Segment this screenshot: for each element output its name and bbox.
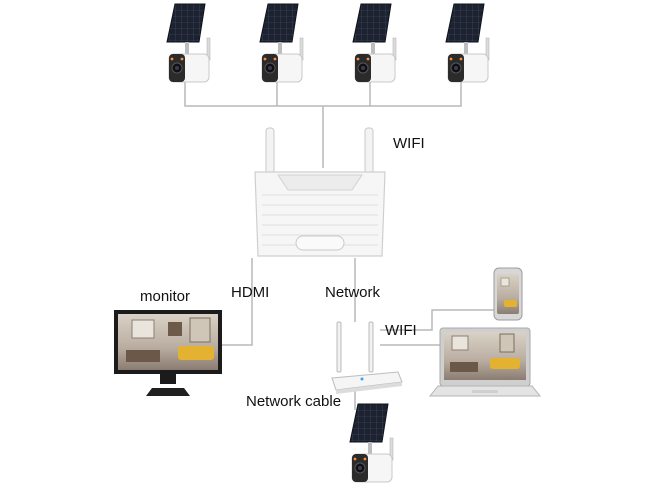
- nvr-recorder-icon: [254, 127, 386, 257]
- wifi-label-right: WIFI: [385, 322, 417, 339]
- solar-camera-icon: [166, 3, 211, 83]
- smartphone-icon: [493, 267, 523, 321]
- solar-camera-icon: [259, 3, 304, 83]
- monitor-icon: [114, 310, 222, 396]
- laptop-icon: [428, 327, 542, 397]
- network-label: Network: [325, 284, 381, 301]
- solar-camera-icon: [445, 3, 490, 83]
- hdmi-label: HDMI: [231, 284, 270, 301]
- monitor-label: monitor: [140, 288, 191, 305]
- solar-camera-icon: [349, 403, 394, 483]
- router-icon: [331, 321, 403, 394]
- connection-lines: [184, 82, 494, 410]
- wifi-label-top: WIFI: [393, 135, 425, 152]
- solar-camera-icon: [352, 3, 397, 83]
- network-cable-label: Network cable: [246, 393, 342, 410]
